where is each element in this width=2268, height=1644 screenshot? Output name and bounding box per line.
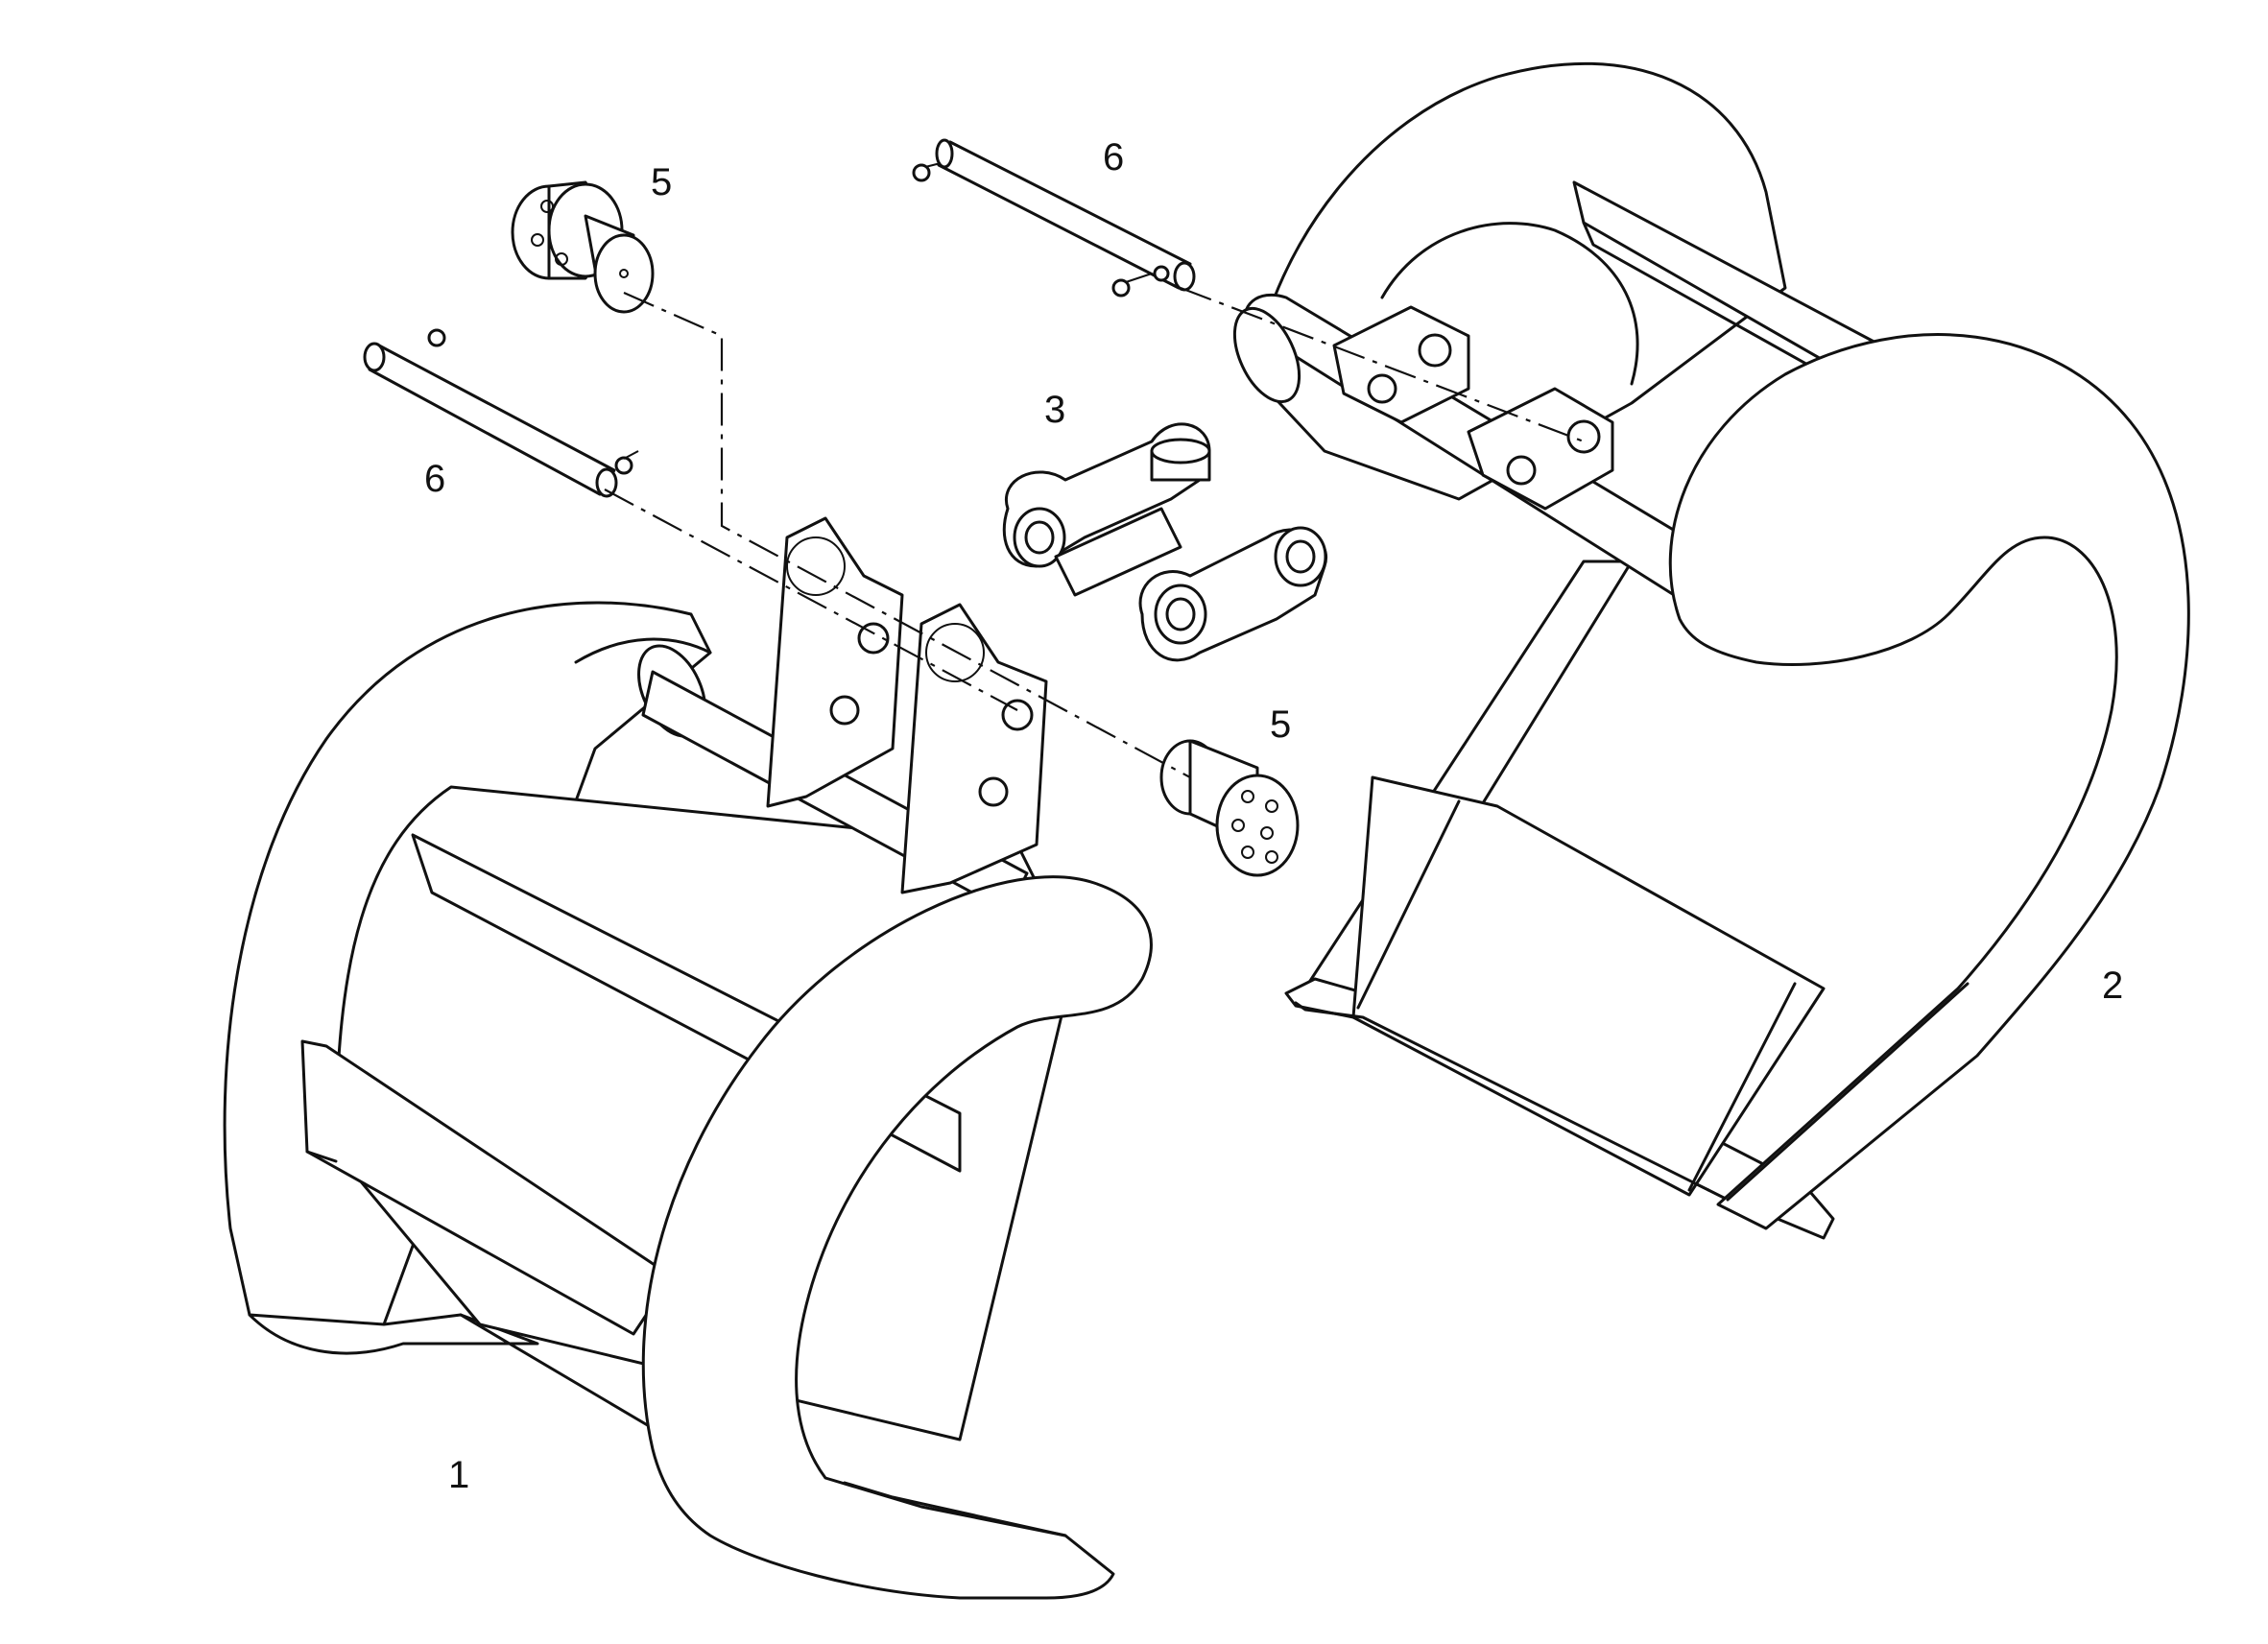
callout-3: 3 xyxy=(1044,389,1065,431)
callout-5-bottom: 5 xyxy=(1270,703,1291,746)
callout-2: 2 xyxy=(2102,965,2123,1007)
bolt-pin-part-6-top xyxy=(912,138,1196,298)
grab-part-1 xyxy=(223,516,1153,1600)
pin-assembly-part-5-top xyxy=(511,180,655,314)
bolt-pin-part-6-left xyxy=(363,328,639,498)
pin-assembly-part-5-bottom xyxy=(1159,739,1300,877)
callout-1: 1 xyxy=(448,1454,469,1496)
assembly-axis-lines xyxy=(604,286,1585,778)
link-part-3 xyxy=(1002,422,1328,662)
callout-6-left: 6 xyxy=(424,458,445,500)
callout-5-top: 5 xyxy=(651,161,672,203)
grab-part-2 xyxy=(1232,61,2190,1240)
callout-6-top: 6 xyxy=(1103,136,1124,179)
